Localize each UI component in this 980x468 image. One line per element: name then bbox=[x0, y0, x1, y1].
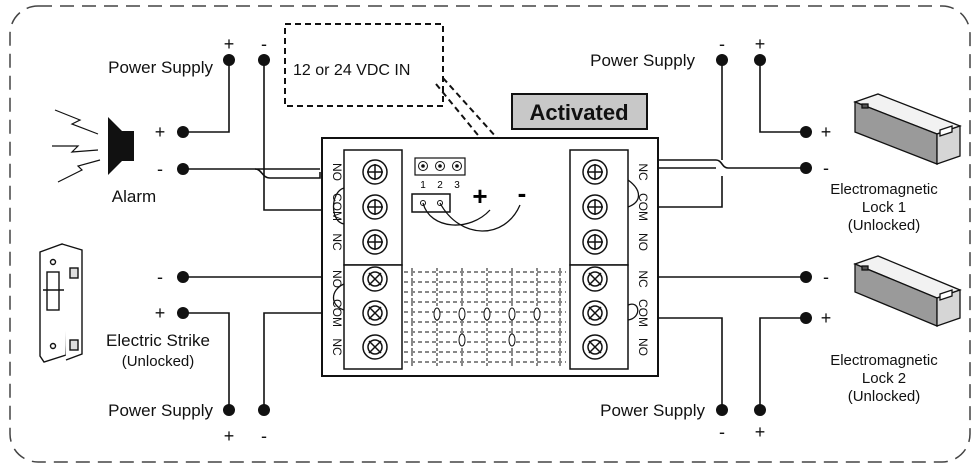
sign-minus: - bbox=[823, 158, 829, 178]
input-plus-sign: + bbox=[472, 181, 487, 211]
terminal-dots bbox=[177, 54, 812, 416]
input-minus-sign: - bbox=[518, 178, 527, 208]
wire-ps-bl-minus bbox=[263, 312, 322, 410]
terminal-label: NO bbox=[636, 233, 650, 251]
wire-alarm-plus bbox=[183, 60, 230, 133]
wires bbox=[183, 60, 806, 410]
wire-ps-br-minus bbox=[658, 317, 723, 410]
status-badge bbox=[511, 93, 648, 130]
sign-minus: - bbox=[719, 34, 725, 54]
electric-strike-icon bbox=[39, 243, 83, 363]
wire-ps-tl-minus bbox=[263, 60, 322, 211]
terminal-label: COM bbox=[330, 299, 344, 327]
wire-ps-tr-minus-lower bbox=[658, 176, 723, 208]
wire-strike-plus bbox=[183, 312, 230, 410]
wire-lock1-plus bbox=[759, 60, 806, 133]
lock2-label-line1: Electromagnetic bbox=[830, 352, 938, 369]
jumper-loop-left bbox=[332, 187, 345, 225]
lock2-label-line2: Lock 2 bbox=[862, 370, 906, 387]
lock1-label-line2: Lock 1 bbox=[862, 199, 906, 216]
sign-plus: + bbox=[821, 122, 832, 142]
lock1-label-line1: Electromagnetic bbox=[830, 181, 938, 198]
jumper-loop-right bbox=[627, 179, 640, 208]
power-supply-label-bottom-left: Power Supply bbox=[108, 401, 213, 420]
electromagnetic-lock-1-icon bbox=[853, 93, 962, 165]
sign-plus: + bbox=[224, 34, 235, 54]
terminal-label: NC bbox=[330, 233, 344, 251]
power-connector bbox=[411, 193, 451, 213]
power-supply-label-top-right: Power Supply bbox=[590, 51, 695, 70]
screw-icon bbox=[362, 194, 388, 220]
wire-alarm-minus bbox=[183, 168, 321, 179]
sign-plus: + bbox=[755, 34, 766, 54]
screw-icon bbox=[582, 229, 608, 255]
sign-plus: + bbox=[755, 422, 766, 442]
terminal-label: NC bbox=[330, 338, 344, 356]
power-wire-minus bbox=[439, 202, 521, 232]
screw-icon bbox=[582, 159, 608, 185]
sign-plus: + bbox=[821, 308, 832, 328]
terminal-label: NO bbox=[636, 338, 650, 356]
relay-contact bbox=[508, 307, 516, 321]
relay-contact bbox=[483, 307, 491, 321]
terminal-label: NO bbox=[330, 270, 344, 288]
power-wire-plus bbox=[422, 202, 491, 226]
screw-icon bbox=[582, 334, 608, 360]
wire-lock2-plus bbox=[759, 317, 806, 410]
jumper-number: 1 bbox=[420, 180, 426, 191]
relay-contact bbox=[433, 307, 441, 321]
alarm-label: Alarm bbox=[112, 187, 156, 206]
screw-icon bbox=[362, 266, 388, 292]
terminal-label: NO bbox=[330, 163, 344, 181]
alarm-speaker-icon bbox=[52, 109, 134, 183]
input-label: 12 or 24 VDC IN bbox=[293, 62, 410, 79]
input-label-box bbox=[284, 23, 444, 107]
relay-contact bbox=[533, 307, 541, 321]
screw-icon bbox=[582, 266, 608, 292]
screw-icon bbox=[582, 194, 608, 220]
sign-plus: + bbox=[155, 122, 166, 142]
sign-minus: - bbox=[719, 422, 725, 442]
sign-minus: - bbox=[261, 34, 267, 54]
relay-contact bbox=[508, 333, 516, 347]
sign-plus: + bbox=[155, 303, 166, 323]
sign-minus: - bbox=[261, 426, 267, 446]
electric-strike-state: (Unlocked) bbox=[122, 353, 195, 370]
terminal-label: NC bbox=[636, 270, 650, 288]
sign-plus: + bbox=[224, 426, 235, 446]
sign-minus: - bbox=[157, 267, 163, 287]
screw-icon bbox=[362, 159, 388, 185]
relay-coil-grid bbox=[404, 268, 566, 368]
screw-icon bbox=[362, 334, 388, 360]
electromagnetic-lock-2-icon bbox=[853, 255, 962, 327]
jumper-number: 3 bbox=[454, 180, 460, 191]
screw-icon bbox=[582, 300, 608, 326]
power-supply-label-bottom-right: Power Supply bbox=[600, 401, 705, 420]
relay-contact bbox=[458, 307, 466, 321]
sign-minus: - bbox=[157, 159, 163, 179]
terminal-label: NC bbox=[636, 163, 650, 181]
power-supply-label-top-left: Power Supply bbox=[108, 58, 213, 77]
electric-strike-label: Electric Strike bbox=[106, 331, 210, 350]
jumper-block: 1 2 3 bbox=[414, 157, 466, 191]
jumper-loop-left-lower bbox=[332, 283, 345, 311]
terminal-label: COM bbox=[636, 193, 650, 221]
relay-contact bbox=[458, 333, 466, 347]
screw-icon bbox=[362, 229, 388, 255]
terminal-label: COM bbox=[636, 299, 650, 327]
screw-icon bbox=[362, 300, 388, 326]
status-badge-text: Activated bbox=[529, 100, 628, 125]
terminal-label: COM bbox=[330, 193, 344, 221]
lock1-state: (Unlocked) bbox=[848, 217, 921, 234]
outer-border bbox=[9, 5, 971, 463]
sign-minus: - bbox=[823, 267, 829, 287]
screw-terminals bbox=[362, 159, 608, 360]
jumper-loop-right-lower bbox=[627, 303, 639, 321]
lock2-state: (Unlocked) bbox=[848, 388, 921, 405]
wire-lock1-minus bbox=[658, 159, 806, 169]
jumper-number: 2 bbox=[437, 180, 443, 191]
